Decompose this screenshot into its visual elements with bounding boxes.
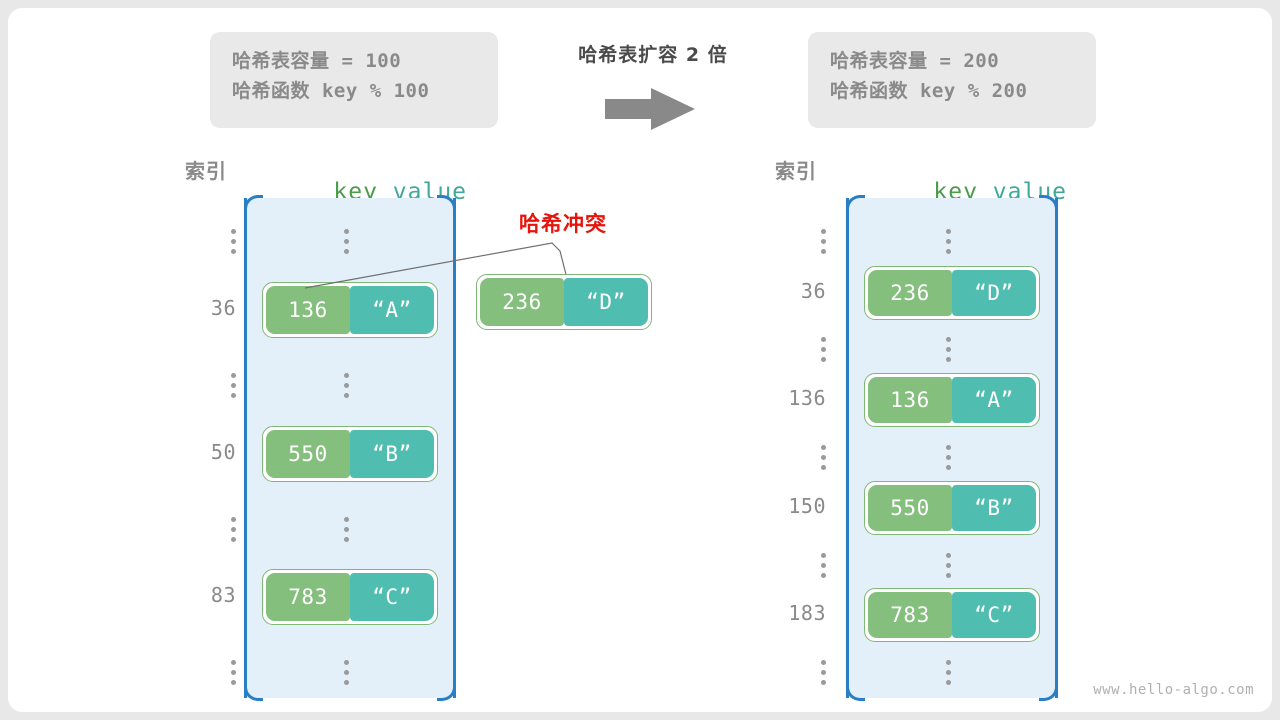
frame-corner-tr	[437, 195, 456, 214]
row-index-label: 50	[210, 440, 236, 464]
watermark: www.hello-algo.com	[1093, 682, 1254, 698]
row-index-ellipsis-icon	[821, 660, 826, 685]
diagram-canvas: 哈希表容量 = 100 哈希函数 key % 100 哈希表扩容 2 倍 哈希表…	[8, 8, 1272, 712]
key-cell: 783	[266, 573, 350, 621]
key-value-pair[interactable]: 550“B”	[864, 481, 1040, 535]
row-ellipsis-icon	[946, 553, 951, 578]
left-index-caption: 索引	[185, 159, 227, 183]
row-index-label	[146, 517, 236, 542]
value-cell: “C”	[952, 592, 1036, 638]
row-index-ellipsis-icon	[231, 229, 236, 254]
row-index-ellipsis-icon	[821, 229, 826, 254]
value-cell: “D”	[952, 270, 1036, 316]
value-cell: “A”	[952, 377, 1036, 423]
row-index-label	[736, 553, 826, 578]
key-cell: 236	[868, 270, 952, 316]
row-index-ellipsis-icon	[231, 373, 236, 398]
row-ellipsis-icon	[946, 445, 951, 470]
frame-corner-bl	[244, 682, 263, 701]
key-cell: 783	[868, 592, 952, 638]
frame-corner-br	[437, 682, 456, 701]
key-cell: 136	[868, 377, 952, 423]
value-cell: “B”	[952, 485, 1036, 531]
key-cell: 550	[266, 430, 350, 478]
row-index-label	[736, 660, 826, 685]
row-index-label: 150	[788, 494, 826, 518]
left-hash-config-box: 哈希表容量 = 100 哈希函数 key % 100	[210, 32, 498, 128]
row-index-ellipsis-icon	[821, 337, 826, 362]
key-value-pair[interactable]: 236“D”	[864, 266, 1040, 320]
right-arrow-icon	[605, 88, 695, 130]
row-index-ellipsis-icon	[821, 445, 826, 470]
frame-corner-bl	[846, 682, 865, 701]
value-cell: “D”	[564, 278, 648, 326]
row-index-label	[146, 660, 236, 685]
row-index-ellipsis-icon	[821, 553, 826, 578]
value-cell: “A”	[350, 286, 434, 334]
row-index-ellipsis-icon	[231, 660, 236, 685]
frame-corner-tr	[1039, 195, 1058, 214]
row-index-label	[736, 337, 826, 362]
collision-key-value-pair[interactable]: 236“D”	[476, 274, 652, 330]
key-value-pair[interactable]: 136“A”	[262, 282, 438, 338]
row-index-label	[146, 373, 236, 398]
row-ellipsis-icon	[344, 373, 349, 398]
row-index-label: 183	[788, 601, 826, 625]
row-ellipsis-icon	[344, 229, 349, 254]
row-ellipsis-icon	[946, 337, 951, 362]
left-hash-function-line: 哈希函数 key % 100	[232, 80, 430, 102]
frame-corner-tl	[244, 195, 263, 214]
row-index-label: 36	[800, 279, 826, 303]
row-index-label	[736, 445, 826, 470]
row-index-label	[146, 229, 236, 254]
collision-label: 哈希冲突	[519, 212, 607, 236]
key-cell: 236	[480, 278, 564, 326]
key-value-pair[interactable]: 550“B”	[262, 426, 438, 482]
right-capacity-line: 哈希表容量 = 200	[830, 50, 1000, 72]
key-cell: 550	[868, 485, 952, 531]
row-index-ellipsis-icon	[231, 517, 236, 542]
right-hash-config-box: 哈希表容量 = 200 哈希函数 key % 200	[808, 32, 1096, 128]
row-index-label: 83	[210, 583, 236, 607]
row-ellipsis-icon	[946, 229, 951, 254]
key-value-pair[interactable]: 783“C”	[262, 569, 438, 625]
key-cell: 136	[266, 286, 350, 334]
value-cell: “C”	[350, 573, 434, 621]
resize-title: 哈希表扩容 2 倍	[578, 44, 728, 66]
frame-corner-tl	[846, 195, 865, 214]
value-cell: “B”	[350, 430, 434, 478]
key-value-pair[interactable]: 136“A”	[864, 373, 1040, 427]
frame-corner-br	[1039, 682, 1058, 701]
row-ellipsis-icon	[344, 517, 349, 542]
row-index-label	[736, 229, 826, 254]
key-value-pair[interactable]: 783“C”	[864, 588, 1040, 642]
row-ellipsis-icon	[946, 660, 951, 685]
right-hash-function-line: 哈希函数 key % 200	[830, 80, 1028, 102]
right-index-caption: 索引	[775, 159, 817, 183]
row-index-label: 136	[788, 386, 826, 410]
left-capacity-line: 哈希表容量 = 100	[232, 50, 402, 72]
row-ellipsis-icon	[344, 660, 349, 685]
row-index-label: 36	[210, 296, 236, 320]
